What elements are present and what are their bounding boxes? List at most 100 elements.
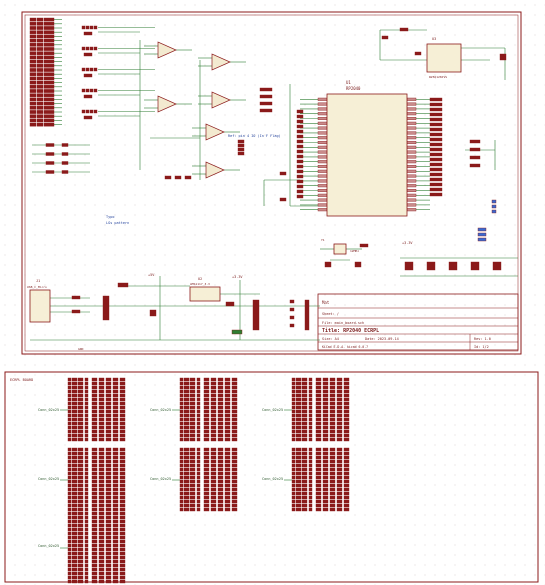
conn-net-tag [105,433,112,438]
switch-pin [81,88,86,93]
conn-pad [196,405,201,410]
conn-pin [77,437,84,442]
conn-pin [189,381,196,386]
conn-net-tag [105,487,112,492]
conn-net-tag [217,483,224,488]
conn-pad [84,571,89,576]
conn-pin [77,447,84,452]
header-label-left [43,80,55,85]
conn-pin [295,377,302,382]
mcu-pin-right [406,164,417,168]
conn-net-tag [105,559,112,564]
header-pin-small [289,323,295,328]
conn-pin [77,503,84,508]
conn-net-tag [329,451,336,456]
conn-pad [67,467,72,472]
conn-net-tag [203,491,210,496]
conn-pin [71,531,78,536]
diode [61,161,69,165]
conn-pin [301,447,308,452]
conn-pad [196,393,201,398]
conn-pin [77,467,84,472]
conn-net-tag [329,471,336,476]
conn-net-tag [98,495,105,500]
conn-net-tag [336,451,343,456]
resistor [414,51,422,56]
conn-pad [308,417,313,422]
conn-pad [67,495,72,500]
mcu-pin-right [406,155,417,159]
net-3v3: +3.3V [232,275,243,279]
header-label-left [43,105,55,110]
conn-pad [84,503,89,508]
header-pin-small [289,299,295,304]
conn-pin [77,567,84,572]
conn-net-tag [322,437,329,442]
conn-net-tag [119,409,126,414]
conn-pin [71,413,78,418]
conn-pin [295,471,302,476]
resistor [71,309,81,314]
conn-net-tag [119,425,126,430]
conn-pin [71,483,78,488]
conn-net-tag [224,459,231,464]
resistor [45,161,55,165]
connector-pin [237,139,245,144]
mcu-pin-right [406,193,417,197]
conn-net-tag [119,539,126,544]
conn-net-tag [336,463,343,468]
header-pin-left [36,43,44,47]
conn-net-tag [119,479,126,484]
capacitor [499,53,507,61]
conn-pin [295,455,302,460]
mcu-pin-right [406,174,417,178]
mcu-pin-left [317,203,328,207]
mcu-rp2040: U1 RP2040 [326,80,408,217]
conn-net-tag [343,401,350,406]
capacitor [149,309,157,317]
conn-net-tag [119,459,126,464]
conn-net-tag [98,463,105,468]
conn-net-tag [105,523,112,528]
conn-pin [183,499,190,504]
conn-net-tag [329,421,336,426]
conn-net-tag [203,381,210,386]
conn-net-tag [231,433,238,438]
conn-net-tag [231,385,238,390]
header-pin-left [36,93,44,97]
conn-pad [291,475,296,480]
net-label-blue [491,204,497,209]
reg-value: AMS1117_3.3 [190,282,210,286]
conn-net-tag [315,467,322,472]
conn-net-tag [231,417,238,422]
conn-pad [308,503,313,508]
conn-pin [189,479,196,484]
conn-pad [291,467,296,472]
switch-pin [93,109,98,114]
conn-net-tag [336,479,343,484]
header-label-left [43,110,55,114]
conn-pin [183,455,190,460]
conn-net-tag [119,575,126,580]
conn-net-tag [343,437,350,442]
conn-pin [295,467,302,472]
net-label-right [429,162,443,167]
conn-pin [71,575,78,580]
tb-size: Size: A4 [322,337,339,341]
conn-pin [189,487,196,492]
conn-pad [67,491,72,496]
conn-net-tag [210,471,217,476]
conn-net-tag [91,479,98,484]
conn-pad [179,401,184,406]
switch-pin [93,25,98,30]
header-pin-left [29,76,37,81]
conn-net-tag [231,499,238,504]
conn-pin [301,479,308,484]
conn-net-tag [210,503,217,508]
switch-pin [93,88,98,93]
conn-pad [291,401,296,406]
opamp-u5c [157,95,177,113]
conn-pad [84,405,89,410]
conn-pad [67,579,72,584]
mcu-pin-right [406,136,417,140]
